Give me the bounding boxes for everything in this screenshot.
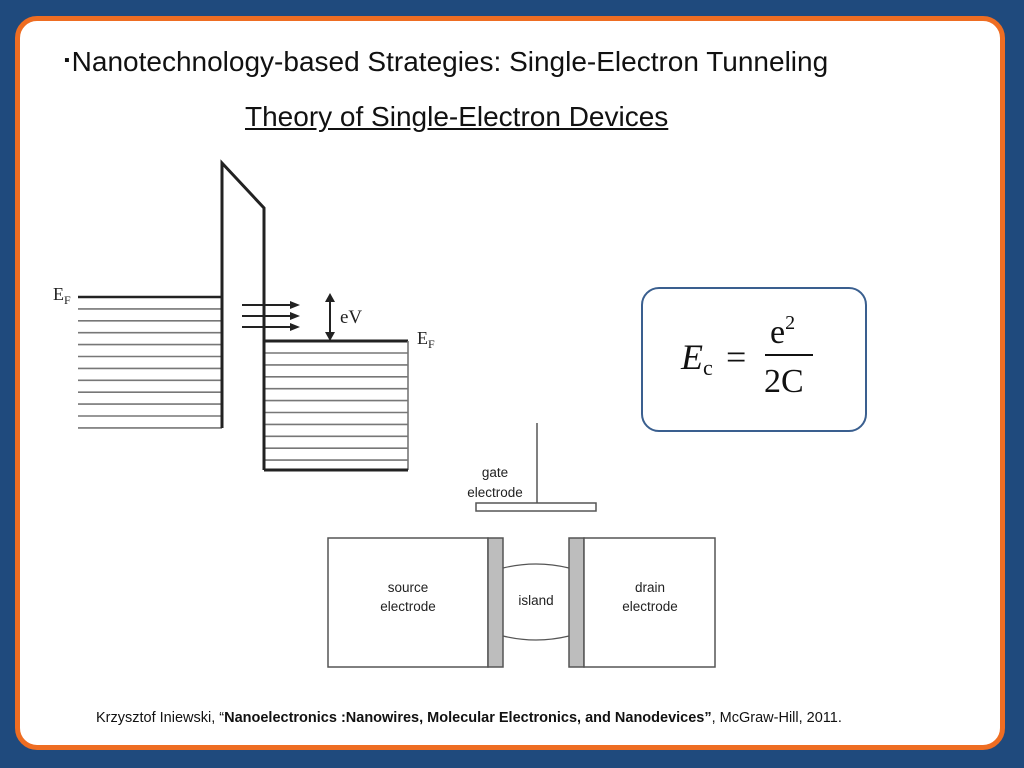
right-fermi-sea (264, 352, 408, 461)
left-fermi-sea (78, 295, 222, 429)
citation-book-title: Nanoelectronics :Nanowires, Molecular El… (224, 710, 712, 726)
energy-band-diagram (78, 159, 409, 472)
tunnel-barrier (220, 159, 266, 470)
slide-title-text: Nanotechnology-based Strategies: Single-… (71, 46, 829, 77)
formula-denominator: 2C (764, 363, 804, 400)
formula-lhs: Ec (680, 337, 713, 380)
island-outline (502, 563, 570, 641)
citation-publisher: , McGraw-Hill, 2011. (711, 710, 842, 726)
slide-title: ▪Nanotechnology-based Strategies: Single… (64, 46, 828, 78)
right-fermi-label: EF (417, 328, 435, 351)
gate-label: gate (482, 465, 508, 480)
citation: Krzysztof Iniewski, “Nanoelectronics :Na… (96, 710, 842, 726)
drain-label-line2: electrode (622, 599, 678, 614)
drain-label: drain (635, 580, 665, 595)
slide-subtitle: Theory of Single-Electron Devices (245, 101, 669, 132)
tunneling-arrows (242, 301, 300, 331)
source-label-line2: electrode (380, 599, 436, 614)
charging-energy-formula-box: Ec = e2 2C (641, 287, 867, 432)
set-device: gate electrode source electrode island d… (327, 423, 716, 668)
formula-numerator: e2 (770, 312, 795, 351)
gate-electrode (475, 502, 597, 512)
bias-arrow (325, 293, 335, 341)
citation-author: Krzysztof Iniewski, “ (96, 710, 225, 726)
source-label: source (388, 580, 429, 595)
left-fermi-label: EF (53, 284, 71, 307)
drain-electrode (583, 537, 716, 668)
drain-tunnel-junction (568, 537, 585, 668)
charging-energy-formula: Ec = e2 2C (680, 312, 813, 400)
island-label: island (518, 593, 553, 608)
source-electrode (327, 537, 489, 668)
bias-label: eV (340, 307, 362, 328)
source-tunnel-junction (487, 537, 504, 668)
gate-label-line2: electrode (467, 485, 523, 500)
formula-equals: = (726, 337, 746, 377)
bullet-marker: ▪ (64, 52, 70, 69)
